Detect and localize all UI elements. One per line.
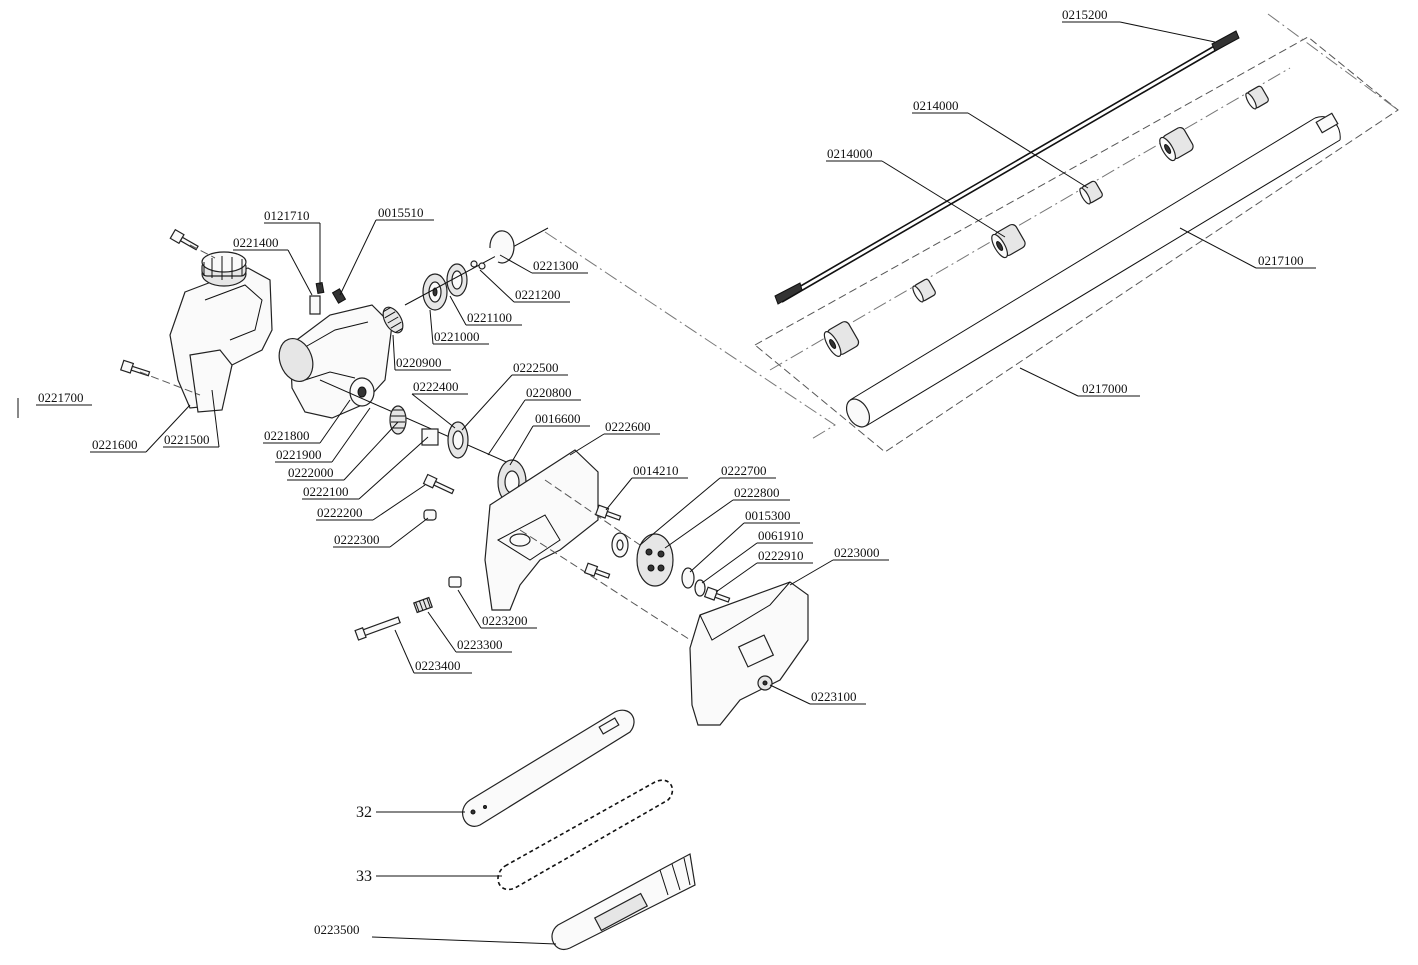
label-0221400: 0221400 [233,235,279,250]
guide-bar [462,709,635,827]
label-32: 32 [356,804,372,821]
cover-nut [757,675,773,691]
scabbard [551,853,696,951]
shaft-spline [1211,30,1240,52]
sprocket-cover [689,581,809,726]
label-0221600: 0221600 [92,437,138,452]
label-0223200: 0223200 [482,613,528,628]
label-0061910: 0061910 [758,528,804,543]
spring [413,596,433,614]
label-0221500: 0221500 [164,432,210,447]
label-0222100: 0222100 [303,484,349,499]
label-0221000: 0221000 [434,329,480,344]
label-0221100: 0221100 [467,310,512,325]
label-0214000-a: 0214000 [913,98,959,113]
label-0016600: 0016600 [535,411,581,426]
bolt [703,586,731,603]
label-0223500: 0223500 [314,922,360,937]
label-0222910: 0222910 [758,548,804,563]
label-33: 33 [356,868,372,885]
drive-shaft [781,37,1238,303]
label-0220900: 0220900 [396,355,442,370]
drive-shaft [779,33,1236,299]
washer [681,567,695,589]
label-0222600: 0222600 [605,419,651,434]
label-0223400: 0223400 [415,658,461,673]
screw [169,228,199,251]
bevel-gear [382,306,404,334]
label-0223100: 0223100 [811,689,857,704]
gear [389,405,407,435]
bolt [583,562,611,579]
bushings [823,85,1269,357]
bolt [422,473,455,495]
mount-plate [484,449,599,611]
label-0222000: 0222000 [288,465,334,480]
label-0220800: 0220800 [526,385,572,400]
label-0222800: 0222800 [734,485,780,500]
label-0217000: 0217000 [1082,381,1128,396]
chain-outline [497,779,674,891]
washer [694,579,706,597]
screw [119,359,151,377]
spindle-axis [319,379,521,469]
saw-chain [497,779,674,891]
label-0015510: 0015510 [378,205,424,220]
oil-pump-fitting [309,295,321,315]
label-0222400: 0222400 [413,379,459,394]
label-0221300: 0221300 [533,258,579,273]
bearing [446,263,468,297]
scabbard-body [551,853,696,951]
label-0222300: 0222300 [334,532,380,547]
oil-tank-assembly [119,228,273,413]
centerline [1267,13,1399,111]
label-0222500: 0222500 [513,360,559,375]
label-0214000-b: 0214000 [827,146,873,161]
label-0221900: 0221900 [276,447,322,462]
tension-bolt [354,616,401,641]
centerline [769,67,1291,371]
bolt [594,504,622,521]
gear-housing [278,227,549,419]
assembly-line [544,231,836,441]
shaft-spline [774,282,803,305]
label-0215200: 0215200 [1062,7,1108,22]
label-0221700: 0221700 [38,390,84,405]
nut [423,509,437,521]
pole-assembly [754,13,1399,453]
bearing [422,273,448,311]
label-0223300: 0223300 [457,637,503,652]
tension-nut [448,576,462,588]
tank-bracket [189,349,233,413]
label-0221200: 0221200 [515,287,561,302]
label-0222700: 0222700 [721,463,767,478]
label-0222200: 0222200 [317,505,363,520]
clutch-drum [447,421,469,459]
washer [611,532,629,558]
clutch [636,533,674,587]
outer-tube [845,112,1341,428]
pole-enclosure [754,36,1399,453]
part-labels: 0215200 0214000 0214000 0217100 0217000 … [38,7,1304,937]
bar-mount-plate [354,449,761,686]
label-0015300: 0015300 [745,508,791,523]
label-0014210: 0014210 [633,463,679,478]
label-0217100: 0217100 [1258,253,1304,268]
circlip [489,230,515,264]
leader-lines [17,21,1316,945]
label-0121710: 0121710 [264,208,310,223]
label-0221800: 0221800 [264,428,310,443]
bushing [421,428,439,446]
label-0223000: 0223000 [834,545,880,560]
